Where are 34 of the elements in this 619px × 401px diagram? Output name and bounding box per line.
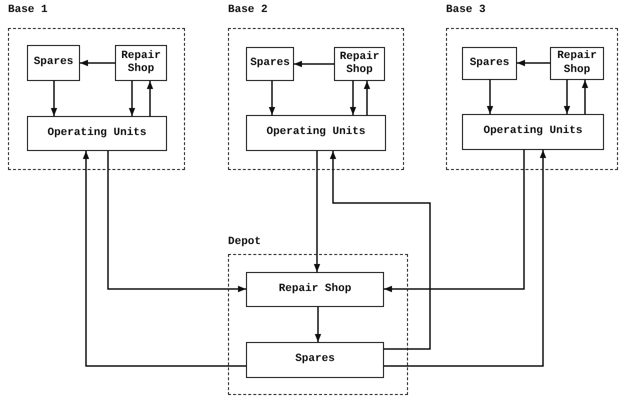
arrow — [582, 80, 588, 114]
process-box: Spares — [246, 342, 384, 378]
arrow — [486, 80, 494, 114]
process-box: Spares — [246, 47, 294, 81]
arrow — [364, 81, 370, 115]
process-box: Operating Units — [27, 116, 167, 151]
process-box: Repair Shop — [115, 45, 167, 81]
process-box: Repair Shop — [334, 47, 385, 81]
arrow — [268, 81, 276, 115]
arrow — [82, 151, 246, 367]
process-box: Spares — [462, 47, 517, 80]
arrow — [350, 81, 356, 115]
arrow — [80, 60, 115, 66]
process-box: Operating Units — [246, 115, 386, 151]
process-box: Repair Shop — [246, 272, 384, 307]
arrow — [330, 151, 431, 350]
arrow — [50, 81, 58, 116]
arrow — [314, 151, 320, 272]
arrow — [384, 150, 546, 367]
group-heading: Base 2 — [228, 4, 268, 18]
process-box: Repair Shop — [550, 47, 604, 80]
arrow — [564, 80, 570, 114]
arrow — [146, 81, 154, 116]
arrow — [294, 60, 334, 68]
group-heading: Base 1 — [8, 4, 48, 18]
process-box: Spares — [27, 45, 80, 81]
group-heading: Base 3 — [446, 4, 486, 18]
arrow — [107, 151, 246, 292]
arrow — [384, 150, 525, 292]
process-box: Operating Units — [462, 114, 604, 150]
group-heading: Depot — [228, 236, 262, 250]
arrow — [128, 81, 136, 116]
arrow — [517, 60, 550, 66]
arrow — [314, 307, 322, 342]
